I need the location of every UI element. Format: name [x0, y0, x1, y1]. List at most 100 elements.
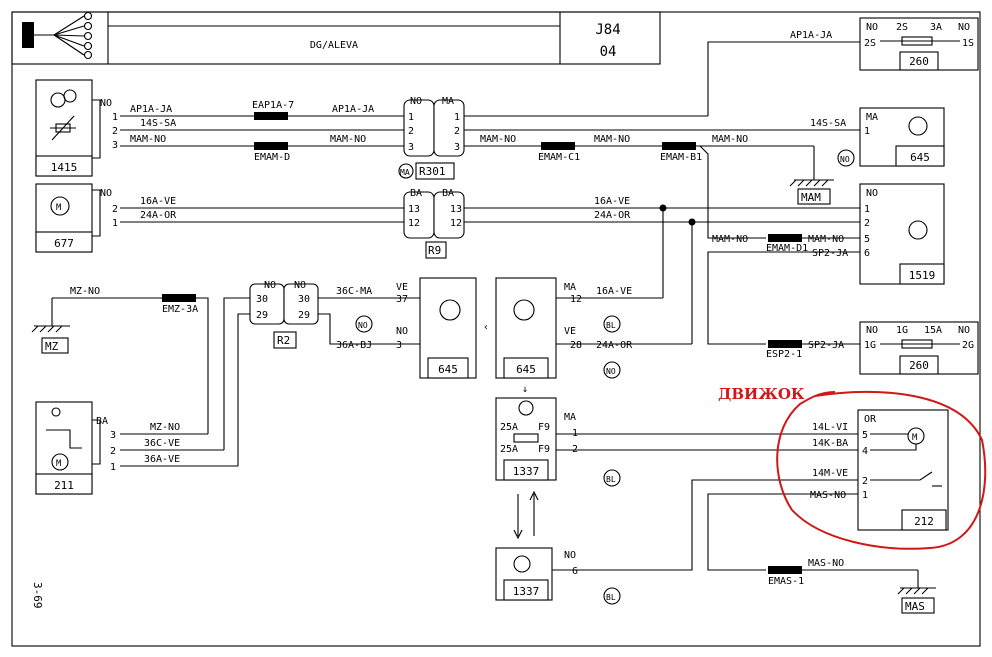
svg-text:12: 12	[570, 294, 582, 305]
wire-label: 16A-VE	[594, 196, 630, 207]
annotation-circle	[776, 390, 987, 550]
wire-label: MAM-NO	[594, 134, 630, 145]
circle-code: NO	[358, 321, 368, 330]
svg-text:1: 1	[112, 218, 118, 229]
fuse-pin: 1G	[896, 325, 908, 336]
wire-label: MZ-NO	[150, 422, 180, 433]
svg-text:2: 2	[454, 126, 460, 137]
svg-text:2: 2	[862, 476, 868, 487]
wire-label: MAS-NO	[810, 490, 846, 501]
header-title: DG/ALEVA	[310, 40, 358, 51]
fuse-rating: 25A	[500, 422, 518, 433]
motor-icon	[50, 196, 70, 216]
svg-text:29: 29	[298, 310, 310, 321]
wire-label: 36A-VE	[144, 454, 180, 465]
pin-label: NO	[866, 22, 878, 33]
wire-label: AP1A-JA	[332, 104, 374, 115]
svg-text:2: 2	[864, 218, 870, 229]
component-label: 1337	[513, 585, 540, 598]
connector-color: BA	[442, 188, 454, 199]
sensor-icon	[51, 407, 61, 417]
relay-icon	[513, 299, 535, 321]
fuse-pin: 2S	[896, 22, 908, 33]
wire-label: AP1A-JA	[790, 30, 832, 41]
component-label: 645	[438, 363, 458, 376]
svg-text:13: 13	[450, 204, 462, 215]
svg-text:5: 5	[864, 234, 870, 245]
pin-label: 1G	[864, 340, 876, 351]
svg-text:M: M	[56, 459, 62, 469]
fuse-rating: 3A	[930, 22, 942, 33]
wire-label: MAS-NO	[808, 558, 844, 569]
component-260-top: 260 2S 3A NO NO 2S 1S	[859, 17, 979, 71]
connector-color: BA	[410, 188, 422, 199]
splice-bar	[254, 112, 288, 120]
wire-label: 36C-VE	[144, 438, 180, 449]
svg-text:1: 1	[408, 112, 414, 123]
component-label: 211	[54, 479, 74, 492]
component-label: 1337	[513, 465, 540, 478]
splice-bar	[662, 142, 696, 150]
circle-code: MA	[400, 168, 410, 177]
pin-label: NO	[100, 98, 112, 109]
arrow-icon: ‹	[483, 322, 489, 333]
splice-label: EAP1A-7	[252, 100, 294, 111]
component-label: 260	[909, 359, 929, 372]
wire-label: MAM-NO	[330, 134, 366, 145]
pin-label: 1S	[962, 38, 974, 49]
component-1519: 1519 NO 1 2 5 6	[859, 183, 945, 285]
fuse-label: F9	[538, 444, 550, 455]
relay-icon	[518, 400, 534, 416]
svg-text:30: 30	[298, 294, 310, 305]
pin-label: VE	[396, 282, 408, 293]
pin-label: MA	[866, 112, 878, 123]
connector-color: NO	[410, 96, 422, 107]
svg-text:13: 13	[408, 204, 420, 215]
circle-code: NO	[606, 367, 616, 376]
component-645-right: 645 MA 1 NO	[837, 107, 945, 167]
component-677: 677 M	[35, 183, 101, 253]
relay-icon	[513, 555, 531, 573]
relay-icon	[439, 299, 461, 321]
wire-label: AP1A-JA	[130, 104, 172, 115]
splice-label: EMAM-D1	[766, 243, 808, 254]
wire-label: 14S-SA	[810, 118, 846, 129]
relay-icon	[908, 220, 928, 240]
splice-bar	[541, 142, 575, 150]
component-1415: 1415	[35, 79, 101, 177]
svg-text:1: 1	[864, 126, 870, 137]
ground-label: MAS	[905, 600, 925, 613]
svg-text:1: 1	[110, 462, 116, 473]
pin-label: OR	[864, 414, 877, 425]
component-212: 212 OR 5 4 2 1 M	[857, 409, 949, 531]
wire-label: 14S-SA	[140, 118, 176, 129]
relay-icon	[908, 116, 928, 136]
pin-label: NO	[564, 550, 576, 561]
svg-text:M: M	[912, 433, 918, 443]
svg-text:5: 5	[862, 430, 868, 441]
wire-label: MAM-NO	[712, 234, 748, 245]
splice-bar	[768, 234, 802, 242]
splice-label: EMAS-1	[768, 576, 804, 587]
connector-color: MA	[442, 96, 454, 107]
connector-label: R9	[428, 244, 441, 257]
circle-code: BL	[606, 475, 616, 484]
annotation-label: ДВИЖОК	[718, 385, 805, 403]
svg-text:6: 6	[864, 248, 870, 259]
circle-code: NO	[840, 155, 850, 164]
component-1337-fuse: 1337 25A F9 25A F9 MA 1 2 BL	[495, 397, 621, 487]
wire-label: SP2-JA	[808, 340, 844, 351]
pin-label: BA	[96, 416, 108, 427]
svg-text:29: 29	[256, 310, 268, 321]
svg-text:12: 12	[408, 218, 420, 229]
pin-label: MA	[564, 412, 576, 423]
pin-label: NO	[866, 188, 878, 199]
pin-label: 2S	[864, 38, 876, 49]
rain-light-sensor-icon	[50, 89, 77, 141]
motor-icon	[51, 453, 69, 471]
connector-color: NO	[264, 280, 276, 291]
